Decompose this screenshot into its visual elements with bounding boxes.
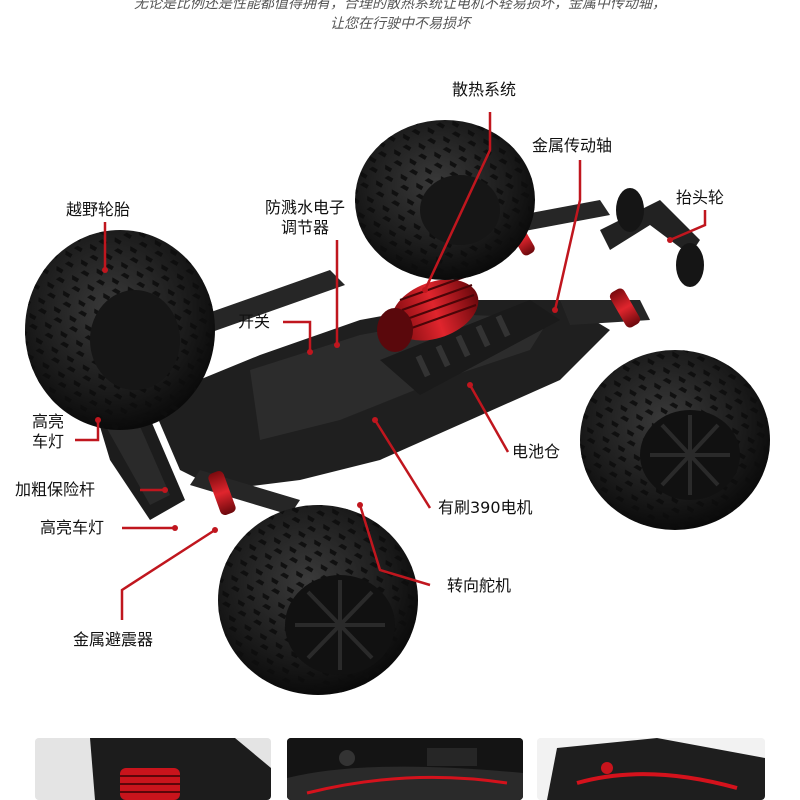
tire-rear-right <box>580 350 770 530</box>
thumbnail-front-detail-image <box>537 738 765 800</box>
label-metal-shocks: 金属避震器 <box>73 630 154 649</box>
thumbnail-front-detail <box>537 738 765 800</box>
label-metal-drive-shaft: 金属传动轴 <box>532 136 613 155</box>
thumbnail-chassis-detail-image <box>287 738 523 800</box>
label-brushed-motor: 有刷390电机 <box>438 498 533 517</box>
intro-line-1: 无论是比例还是性能都值得拥有，合理的散热系统让电机不轻易损坏，金属中传动轴， <box>134 0 666 12</box>
label-esc-line1: 防溅水电子 <box>264 198 345 217</box>
tire-front-right <box>218 505 418 695</box>
label-offroad-tires: 越野轮胎 <box>66 200 131 219</box>
label-switch: 开关 <box>238 312 271 331</box>
intro-line-2: 让您在行驶中不易损坏 <box>330 16 470 32</box>
callout-lines <box>75 112 707 620</box>
thumbnail-chassis-detail <box>287 738 523 800</box>
label-steering-servo: 转向舵机 <box>447 576 512 595</box>
label-headlight-bottom: 高亮车灯 <box>40 518 105 537</box>
thumbnail-heat-sink-image <box>35 738 271 800</box>
label-headlight-top-line1: 高亮 <box>31 412 64 431</box>
tire-rear-left <box>355 120 535 280</box>
label-esc-line2: 调节器 <box>280 218 329 237</box>
label-heat-sink: 散热系统 <box>452 80 517 99</box>
label-battery-bay: 电池仓 <box>512 442 561 461</box>
label-esc: 防溅水电子 调节器 <box>250 198 360 238</box>
label-headlight-top-line2: 车灯 <box>31 432 64 451</box>
tire-front-left <box>25 230 215 430</box>
wheelie-wheels <box>616 188 704 287</box>
label-bumper: 加粗保险杆 <box>15 480 96 499</box>
label-wheelie-bar: 抬头轮 <box>676 188 725 207</box>
callout-dots <box>95 237 673 533</box>
thumbnail-heat-sink <box>35 738 271 800</box>
label-headlight-top: 高亮 车灯 <box>22 412 74 452</box>
heat-sink <box>377 274 479 352</box>
